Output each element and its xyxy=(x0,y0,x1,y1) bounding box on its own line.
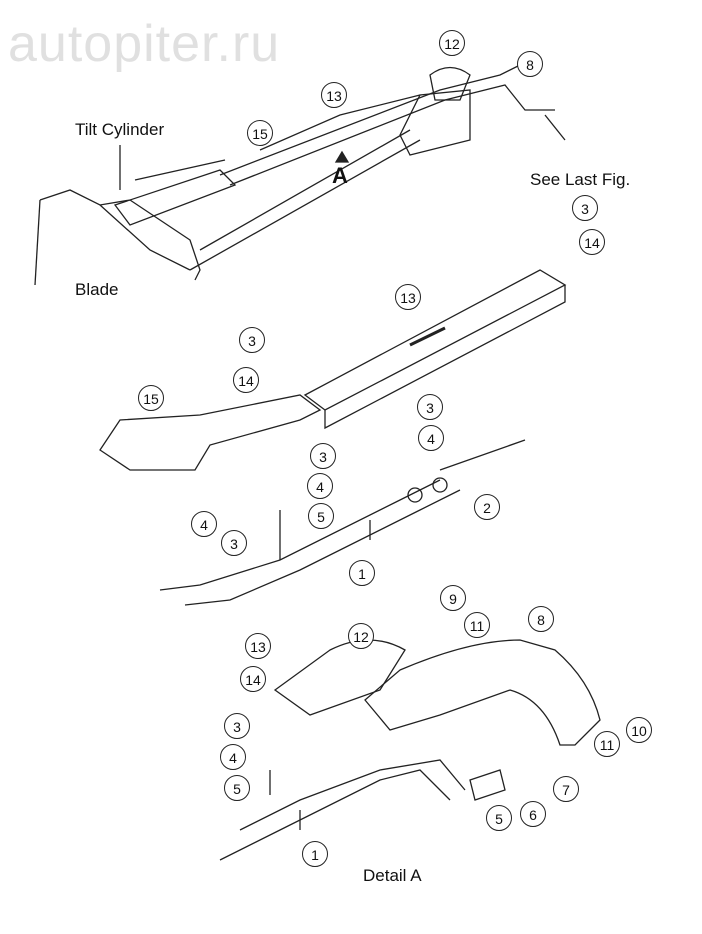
callout: 11 xyxy=(464,612,490,638)
callout: 15 xyxy=(138,385,164,411)
callout: 15 xyxy=(247,120,273,146)
callout: 11 xyxy=(594,731,620,757)
callout: 3 xyxy=(221,530,247,556)
callout: 4 xyxy=(191,511,217,537)
callout: 8 xyxy=(528,606,554,632)
label-see-last-fig: See Last Fig. xyxy=(530,170,631,189)
callout: 14 xyxy=(579,229,605,255)
view-marker-a: A xyxy=(332,163,348,188)
callout: 4 xyxy=(307,473,333,499)
label-blade: Blade xyxy=(75,280,119,299)
callout: 7 xyxy=(553,776,579,802)
callout: 5 xyxy=(224,775,250,801)
callout: 14 xyxy=(233,367,259,393)
callout: 13 xyxy=(395,284,421,310)
callout: 4 xyxy=(220,744,246,770)
callout: 3 xyxy=(310,443,336,469)
callout: 5 xyxy=(486,805,512,831)
watermark: autopiter.ru xyxy=(8,15,281,73)
callout: 5 xyxy=(308,503,334,529)
callout: 9 xyxy=(440,585,466,611)
callout: 3 xyxy=(572,195,598,221)
callout: 8 xyxy=(517,51,543,77)
callout: 12 xyxy=(348,623,374,649)
callout: 12 xyxy=(439,30,465,56)
callout: 14 xyxy=(240,666,266,692)
callout: 1 xyxy=(302,841,328,867)
callout: 6 xyxy=(520,801,546,827)
label-detail-a: Detail A xyxy=(363,866,422,885)
callout: 4 xyxy=(418,425,444,451)
callout: 3 xyxy=(417,394,443,420)
label-tilt-cylinder: Tilt Cylinder xyxy=(75,120,165,139)
callout: 3 xyxy=(224,713,250,739)
callout: 13 xyxy=(321,82,347,108)
callout: 2 xyxy=(474,494,500,520)
callout: 10 xyxy=(626,717,652,743)
callout: 1 xyxy=(349,560,375,586)
callout: 13 xyxy=(245,633,271,659)
callout: 3 xyxy=(239,327,265,353)
